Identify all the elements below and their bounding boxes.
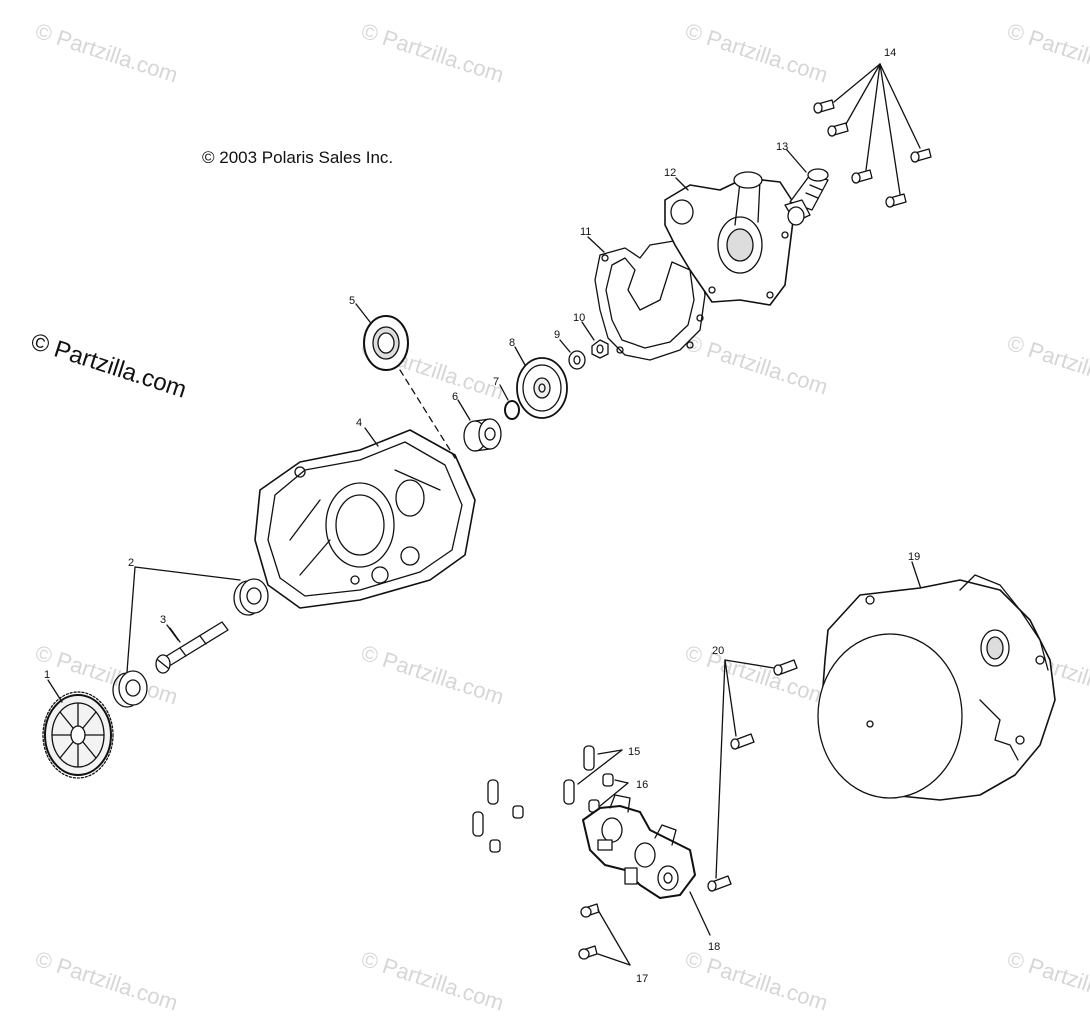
callout-16: 16 <box>636 779 648 791</box>
part-16-sleeves <box>489 773 629 853</box>
callout-17: 17 <box>636 973 648 985</box>
part-12-cover <box>664 171 796 306</box>
part-2-bearing <box>112 566 269 708</box>
callout-1: 1 <box>44 669 50 681</box>
copyright-notice: © 2003 Polaris Sales Inc. <box>202 148 394 167</box>
part-14-bolts <box>813 63 932 208</box>
callout-20: 20 <box>712 645 724 657</box>
callout-10: 10 <box>573 312 585 324</box>
callout-labels: 1 2 3 4 5 6 7 8 9 10 11 12 13 14 15 16 1… <box>44 47 920 985</box>
part-10-nut <box>591 339 609 359</box>
callout-14: 14 <box>884 47 896 59</box>
callout-15: 15 <box>628 746 640 758</box>
part-1-gear <box>42 691 114 779</box>
part-4-housing <box>254 429 476 609</box>
callout-18: 18 <box>708 941 720 953</box>
callout-13: 13 <box>776 141 788 153</box>
part-15-dowels <box>472 745 623 837</box>
callout-9: 9 <box>554 329 560 341</box>
part-6-bushing <box>463 418 502 452</box>
part-17-bolts <box>578 903 631 966</box>
leader-lines <box>47 149 925 936</box>
callout-8: 8 <box>509 337 515 349</box>
part-18-pump <box>582 794 696 899</box>
part-13-fitting <box>784 168 829 226</box>
part-11-gasket <box>594 239 706 361</box>
callout-12: 12 <box>664 167 676 179</box>
callout-3: 3 <box>160 614 166 626</box>
callout-19: 19 <box>908 551 920 563</box>
callout-5: 5 <box>349 295 355 307</box>
callout-2: 2 <box>128 557 134 569</box>
part-9-washer <box>568 350 586 370</box>
part-5-seal <box>363 315 456 459</box>
part-7-o-ring <box>504 400 520 420</box>
callout-6: 6 <box>452 391 458 403</box>
callout-4: 4 <box>356 417 362 429</box>
callout-7: 7 <box>493 376 499 388</box>
callout-11: 11 <box>580 226 591 238</box>
part-8-impeller <box>516 357 568 419</box>
part-3-shaft <box>155 621 229 674</box>
part-19-cover <box>817 574 1056 801</box>
part-20-bolts <box>707 659 798 892</box>
